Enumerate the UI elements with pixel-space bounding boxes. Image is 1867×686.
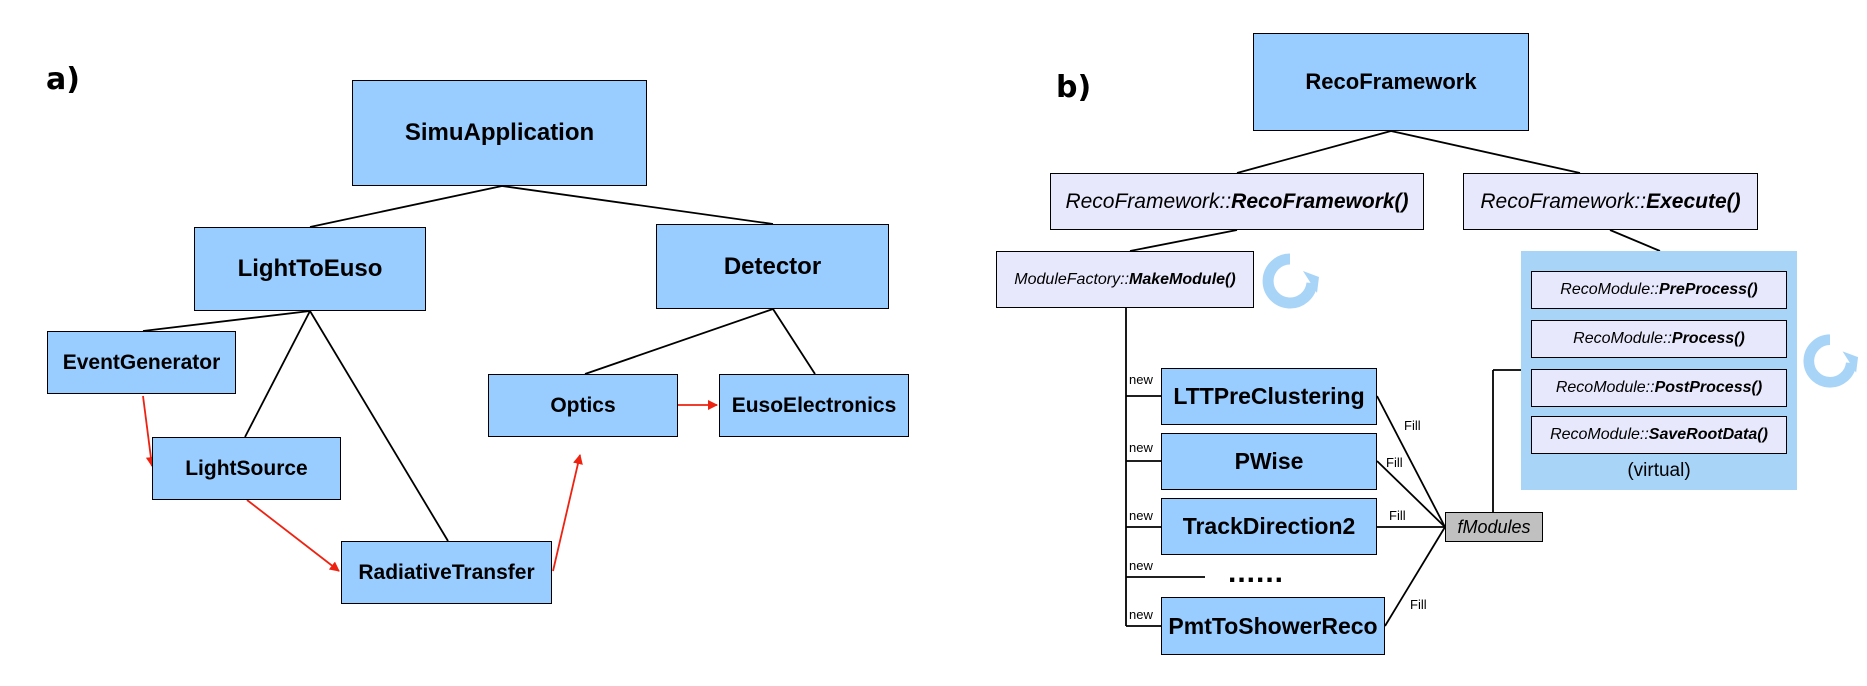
method-make-module: ModuleFactory::MakeModule() [996, 251, 1254, 308]
node-radiative-transfer: RadiativeTransfer [341, 541, 552, 604]
node-pwise: PWise [1161, 433, 1377, 490]
node-event-generator: EventGenerator [47, 331, 236, 394]
node-reco-framework: RecoFramework [1253, 33, 1529, 131]
method-reco-framework-ctor: RecoFramework::RecoFramework() [1050, 173, 1424, 230]
edge-lighttoeuso-radiativetransfer [309, 310, 449, 542]
panel-a-label: a) [46, 62, 80, 97]
method-prefix: RecoModule:: [1560, 281, 1659, 298]
fill-pmt [1384, 526, 1446, 627]
node-detector: Detector [656, 224, 889, 309]
edge-execute-virtual [1609, 229, 1661, 252]
fill-label: Fill [1404, 418, 1421, 433]
edge-lighttoeuso-lightsource [244, 310, 311, 438]
arrow-eventgenerator-lightsource [142, 395, 156, 467]
edge-simu-detector [501, 185, 774, 225]
edge-lighttoeuso-eventgenerator [142, 310, 311, 332]
method-name: MakeModule() [1129, 270, 1236, 288]
node-optics: Optics [488, 374, 678, 437]
fill-label: Fill [1386, 455, 1403, 470]
node-simu-application: SimuApplication [352, 80, 647, 186]
method-prefix: RecoModule:: [1573, 330, 1672, 347]
edge-detector-optics [584, 308, 774, 375]
new-label: new [1129, 558, 1153, 573]
node-f-modules: fModules [1445, 512, 1543, 542]
edge-reco-ctor [1236, 130, 1392, 174]
method-post-process: RecoModule::PostProcess() [1531, 369, 1787, 407]
fill-label: Fill [1410, 597, 1427, 612]
fill-label: Fill [1389, 508, 1406, 523]
node-track-direction2: TrackDirection2 [1161, 498, 1377, 555]
method-prefix: RecoModule:: [1555, 379, 1655, 396]
method-prefix: RecoModule:: [1550, 426, 1649, 443]
fill-ltt [1376, 395, 1446, 528]
refresh-icon [1262, 253, 1319, 309]
edge-reco-execute [1390, 130, 1581, 174]
method-name: RecoFramework() [1231, 189, 1409, 213]
ellipsis: ...... [1228, 556, 1285, 589]
node-light-to-euso: LightToEuso [194, 227, 426, 311]
method-prefix: RecoFramework:: [1065, 189, 1232, 213]
virtual-label: (virtual) [1627, 460, 1691, 481]
new-label: new [1129, 607, 1153, 622]
method-name: Execute() [1646, 189, 1741, 213]
method-name: PreProcess() [1659, 281, 1758, 298]
new-label: new [1129, 508, 1153, 523]
edge-detector-eusoelectronics [772, 308, 816, 375]
method-save-root-data: RecoModule::SaveRootData() [1531, 416, 1787, 454]
panel-b-label: b) [1056, 70, 1092, 105]
method-name: PostProcess() [1654, 379, 1763, 396]
node-pmt-to-shower-reco: PmtToShowerReco [1161, 597, 1385, 655]
method-process: RecoModule::Process() [1531, 320, 1787, 358]
method-prefix: RecoFramework:: [1480, 189, 1647, 213]
method-pre-process: RecoModule::PreProcess() [1531, 271, 1787, 309]
edge-simu-lighttoeuso [309, 185, 503, 228]
method-name: SaveRootData() [1648, 426, 1768, 443]
arrow-lightsource-radiativetransfer [246, 499, 340, 572]
new-label: new [1129, 440, 1153, 455]
node-light-source: LightSource [152, 437, 341, 500]
fill-pwise [1376, 460, 1446, 528]
edge-ctor-makemodule [1129, 229, 1238, 252]
node-ltt-pre-clustering: LTTPreClustering [1161, 368, 1377, 425]
arrow-radiativetransfer-optics [552, 454, 583, 572]
node-euso-electronics: EusoElectronics [719, 374, 909, 437]
new-label: new [1129, 372, 1153, 387]
refresh-icon [1803, 334, 1859, 388]
method-prefix: ModuleFactory:: [1014, 270, 1130, 288]
method-execute: RecoFramework::Execute() [1463, 173, 1758, 230]
method-name: Process() [1671, 330, 1745, 347]
